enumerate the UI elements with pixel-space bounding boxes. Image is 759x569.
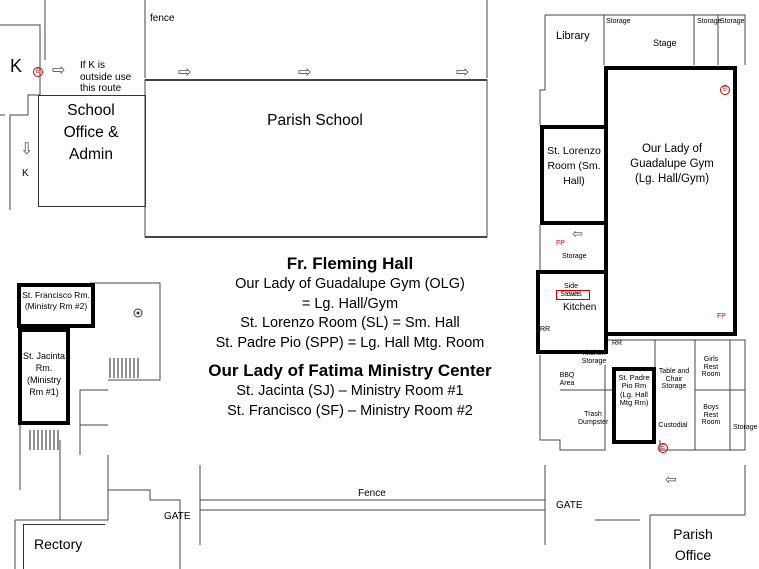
st-lorenzo-label: St. Lorenzo Room (Sm. Hall) bbox=[547, 145, 601, 187]
storage-label: Storage bbox=[606, 18, 631, 25]
hall-line: St. Lorenzo Room (SL) = Sm. Hall bbox=[240, 315, 460, 331]
k-building-label: K bbox=[10, 56, 23, 76]
k-label-lower: K bbox=[22, 168, 29, 179]
st-francisco-label: St. Francisco Rm. (Ministry Rm #2) bbox=[22, 290, 90, 311]
library-label: Library bbox=[556, 30, 590, 42]
storage-label: Storage bbox=[562, 253, 587, 260]
fire-extinguisher-icon: E bbox=[33, 67, 43, 77]
fire-extinguisher-icon: E bbox=[720, 85, 730, 95]
storage-label: Storage bbox=[697, 18, 722, 25]
k-route-note: If K is outside use this route bbox=[80, 60, 132, 94]
kitchen-label: Kitchen bbox=[563, 302, 597, 313]
table-chair-storage-label: Table and Chair Storage bbox=[658, 368, 690, 391]
st-padre-pio-label: St. Padre Pio Rm (Lg. Hall Mtg Rm) bbox=[618, 373, 650, 407]
parish-school-label: Parish School bbox=[267, 112, 363, 129]
gate-right-label: GATE bbox=[556, 500, 583, 511]
hall-line: Our Lady of Guadalupe Gym (OLG) bbox=[235, 276, 465, 292]
trash-dumpster-label: Trash Dumpster bbox=[578, 411, 609, 426]
kitchen-storage-label: Kitchen Storage bbox=[581, 350, 607, 365]
left-arrow-icon: ⇦ bbox=[572, 226, 583, 241]
rr-label: RR bbox=[612, 340, 623, 347]
boys-rest-room-label: Boys Rest Room bbox=[701, 404, 721, 427]
ministry-line: St. Francisco (SF) – Ministry Room #2 bbox=[227, 402, 473, 419]
hall-title: Fr. Fleming Hall bbox=[286, 254, 414, 273]
st-padre-pio-room bbox=[612, 367, 656, 444]
storage-label: Storage bbox=[720, 18, 745, 25]
top-fence-label: fence bbox=[150, 13, 175, 24]
left-arrow-icon: ⇦ bbox=[665, 471, 677, 487]
stage-label: Stage bbox=[653, 38, 677, 48]
ministry-line: St. Jacinta (SJ) – Ministry Room #1 bbox=[236, 383, 464, 399]
rectory-building bbox=[23, 524, 105, 569]
st-jacinta-room bbox=[18, 328, 70, 425]
custodial-label: Custodial bbox=[658, 422, 688, 429]
st-jacinta-label: St. Jacinta Rm. (Ministry Rm #1) bbox=[22, 351, 66, 397]
fp-label: FP bbox=[556, 240, 565, 247]
right-arrow-icon: ⇨ bbox=[298, 64, 312, 81]
girls-rest-room-label: Girls Rest Room bbox=[701, 356, 721, 379]
olg-gym-label: Our Lady of Guadalupe Gym (Lg. Hall/Gym) bbox=[630, 143, 714, 185]
school-office-room bbox=[38, 95, 146, 207]
stove-icon: EEEE bbox=[556, 290, 590, 300]
hall-line: St. Padre Pio (SPP) = Lg. Hall Mtg. Room bbox=[215, 334, 485, 351]
hall-line: = Lg. Hall/Gym bbox=[301, 295, 399, 312]
down-arrow-icon: ⇩ bbox=[20, 141, 34, 158]
bbq-area-label: BBQ Area bbox=[559, 372, 575, 387]
st-francisco-room bbox=[17, 283, 95, 328]
parish-office-label: Parish Office bbox=[673, 526, 713, 563]
map-legend: Fr. Fleming Hall Our Lady of Guadalupe G… bbox=[180, 253, 520, 421]
olg-gym-room bbox=[604, 66, 737, 336]
fp-label: FP bbox=[717, 313, 726, 320]
kitchen-room bbox=[536, 270, 608, 354]
right-arrow-icon: ⇨ bbox=[178, 64, 192, 81]
fire-extinguisher-icon: E bbox=[658, 443, 668, 453]
storage-label: Storage bbox=[733, 424, 758, 431]
rr-label: RR bbox=[540, 326, 551, 333]
right-arrow-icon: ⇨ bbox=[52, 62, 66, 79]
ministry-title: Our Lady of Fatima Ministry Center bbox=[208, 361, 492, 380]
side-stoves-label: Side Stoves bbox=[560, 283, 582, 298]
right-arrow-icon: ⇨ bbox=[456, 64, 470, 81]
fence-bottom-label: Fence bbox=[358, 488, 386, 499]
school-office-label: School Office & Admin bbox=[63, 102, 119, 163]
gate-left-label: GATE bbox=[164, 511, 191, 522]
st-lorenzo-room bbox=[540, 125, 608, 225]
rectory-label: Rectory bbox=[34, 536, 83, 552]
